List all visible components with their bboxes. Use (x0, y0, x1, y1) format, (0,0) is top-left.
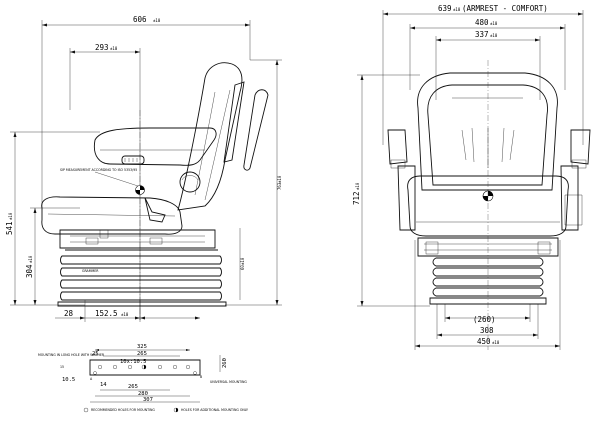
sip-marker-icon (135, 185, 145, 195)
dim-60: 60 (240, 265, 245, 270)
svg-text:±10: ±10 (110, 46, 118, 51)
svg-text:±10: ±10 (490, 21, 498, 26)
dim-606: 606 (133, 15, 147, 24)
dim-308: 308 (480, 326, 494, 335)
svg-text:265: 265 (137, 351, 147, 357)
suspension-bellows: GRAMMER (57, 249, 227, 307)
dim-293: 293 (95, 43, 109, 52)
svg-text:307: 307 (143, 397, 153, 403)
dim-152-5: 152.5 (95, 309, 118, 318)
svg-text:±10: ±10 (28, 255, 33, 263)
svg-text:±10: ±10 (355, 182, 360, 190)
svg-text:15: 15 (60, 365, 64, 369)
svg-text:14: 14 (100, 382, 107, 388)
dim-337: 337 (475, 30, 489, 39)
svg-text:10.5: 10.5 (62, 377, 75, 383)
sip-marker-front-icon (482, 190, 494, 202)
svg-text:260: 260 (222, 358, 228, 368)
dim-639: 639 (438, 4, 452, 13)
svg-text:±10: ±10 (277, 175, 282, 183)
svg-text:25: 25 (92, 351, 99, 357)
legend-recommended: RECOMMENDED HOLES FOR MOUNTING (91, 408, 155, 412)
dim-480: 480 (475, 18, 489, 27)
front-bellows (429, 257, 547, 305)
side-view: 606 ±10 293 ±10 541 ±10 304 ±10 (5, 15, 282, 322)
svg-text:10x:10.5: 10x:10.5 (120, 359, 147, 365)
dim-712: 712 (352, 191, 361, 205)
base-plate-view: 325 265 25 10x:10.5 260 10.5 14 A 15 MOU… (38, 344, 248, 413)
svg-text:±10: ±10 (121, 312, 129, 317)
svg-text:A: A (90, 377, 93, 381)
legend-additional: HOLES FOR ADDITIONAL MOUNTING ONLY (181, 408, 248, 412)
svg-text:±10: ±10 (492, 340, 500, 345)
svg-text:280: 280 (138, 391, 148, 397)
dim-260-ref: (260) (473, 315, 496, 324)
dim-541: 541 (5, 221, 14, 235)
sip-annotation: SIP MEASUREMENT ACCORDING TO ISO 5353/95 (60, 168, 137, 172)
svg-text:±10: ±10 (490, 33, 498, 38)
svg-text:265: 265 (128, 384, 138, 390)
svg-text:325: 325 (137, 344, 147, 350)
svg-text:±10: ±10 (8, 212, 13, 220)
dim-28: 28 (64, 309, 74, 318)
svg-text:B: B (200, 375, 202, 379)
front-view: 639 ±10 (ARMREST - COMFORT) 480 ±10 337 … (352, 4, 591, 350)
recommended-hole-icon (83, 407, 89, 413)
svg-text:GRAMMER: GRAMMER (82, 269, 99, 273)
svg-text:MOUNTING IN LONG HOLE WITH WAS: MOUNTING IN LONG HOLE WITH WASHER (38, 353, 105, 357)
svg-text:±10: ±10 (240, 257, 245, 265)
svg-text:±10: ±10 (453, 7, 461, 12)
svg-text:(ARMREST - COMFORT): (ARMREST - COMFORT) (462, 4, 548, 13)
svg-text:±10: ±10 (153, 18, 161, 23)
dim-450: 450 (477, 337, 491, 346)
dim-763: 763 (277, 182, 282, 190)
armrest-controls-icon (124, 158, 138, 162)
svg-text:UNIVERSAL MOUNTING: UNIVERSAL MOUNTING (210, 380, 247, 384)
dim-304: 304 (25, 264, 34, 278)
